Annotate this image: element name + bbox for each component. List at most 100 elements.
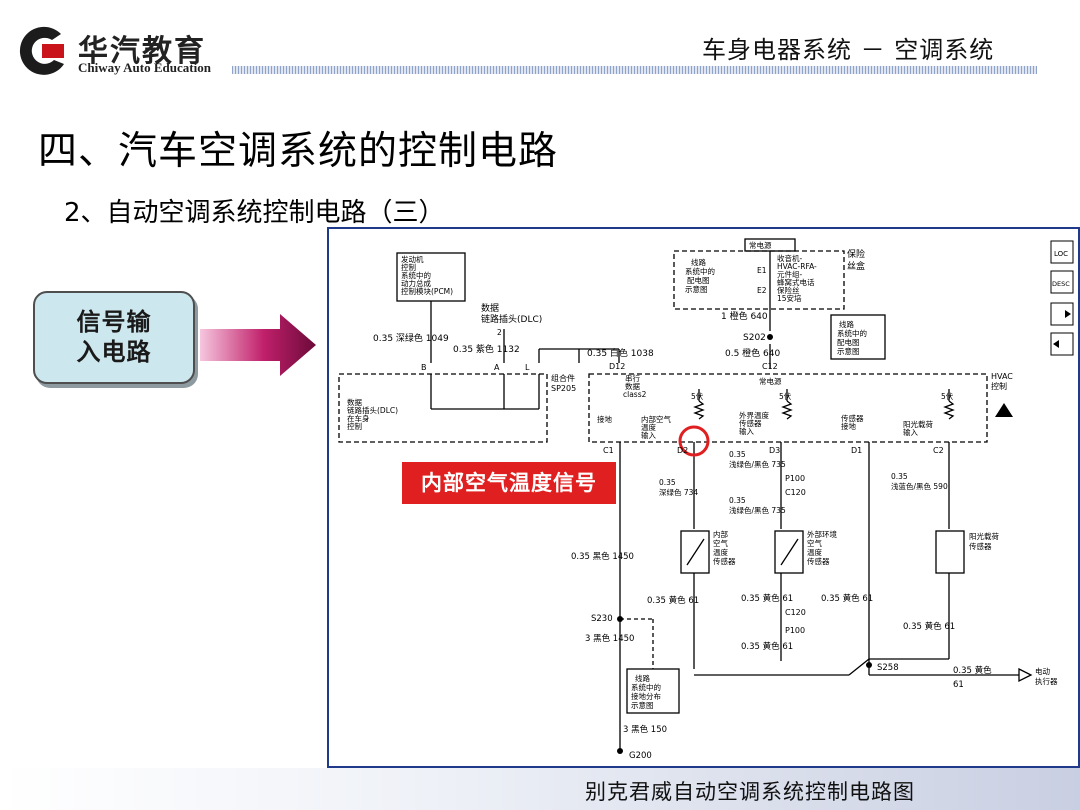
loc-icon-text: LOC xyxy=(1054,250,1068,258)
p100-a: P100 xyxy=(785,474,805,483)
d12-label: D12 xyxy=(609,362,625,371)
sensor-gnd-2: 接地 xyxy=(841,421,856,431)
fuse-note-3: 配电图 xyxy=(687,275,710,285)
fuse-name-2: HVAC-RFA- xyxy=(777,262,817,271)
wire-640b: 0.5 橙色 640 xyxy=(725,347,780,359)
v5-c: 5伏 xyxy=(941,391,954,401)
w735a-1: 0.35 xyxy=(729,450,746,459)
gnd-note-1: 线路 xyxy=(635,673,650,683)
dlc-body-2: 链路插头(DLC) xyxy=(347,405,398,415)
outside-in-2: 传感器 xyxy=(739,418,762,428)
loc-button[interactable]: LOC xyxy=(1050,240,1074,264)
wire-1450a: 0.35 黑色 1450 xyxy=(571,551,634,562)
wire-1049: 0.35 深绿色 1049 xyxy=(373,332,449,344)
sun-in-1: 阳光载荷 xyxy=(903,419,933,429)
pin-c2: C2 xyxy=(933,446,944,455)
w735b-2: 浅绿色/黑色 735 xyxy=(729,505,786,515)
callout-text: 信号输 入电路 xyxy=(35,293,193,367)
outside-sensor-1: 外部环境 xyxy=(807,529,837,539)
wire-61a: 0.35 黄色 61 xyxy=(647,595,699,606)
c120-b: C120 xyxy=(785,608,806,617)
fuse-box-label-1: 保险 xyxy=(847,248,865,260)
page-subtitle: 2、自动空调系统控制电路（三） xyxy=(64,198,445,228)
serial-3: class2 xyxy=(623,390,647,399)
gnd-note-2: 系统中的 xyxy=(631,682,661,692)
module-power: 常电源 xyxy=(759,376,782,386)
s202-label: S202 xyxy=(743,333,766,343)
wire-1038: 0.35 白色 1038 xyxy=(587,347,654,359)
w735a-2: 浅绿色/黑色 735 xyxy=(729,459,786,469)
arrow-right-icon xyxy=(1056,310,1071,318)
wire-61f-1: 0.35 黄色 xyxy=(953,665,992,676)
fuse-name-3: 元件组- xyxy=(777,269,802,279)
arrow-left-icon xyxy=(1053,340,1068,348)
w734-1: 0.35 xyxy=(659,478,676,487)
pin-d3: D3 xyxy=(769,446,780,455)
wire-1450b: 3 黑色 1450 xyxy=(585,633,634,644)
fuse-name-6: 15安培 xyxy=(777,293,802,303)
pin-a: A xyxy=(494,363,500,372)
hvac-2: 控制 xyxy=(991,381,1007,391)
logo-subtext: Chiway Auto Education xyxy=(78,60,211,75)
w734-2: 深绿色 734 xyxy=(659,487,698,497)
fuse-name-5: 保险丝 xyxy=(777,285,800,295)
c12-label: C12 xyxy=(762,362,778,371)
s230-label: S230 xyxy=(591,614,613,624)
wire-150: 3 黑色 150 xyxy=(623,724,667,735)
sp205-1: 组合件 xyxy=(551,373,575,383)
arrow-right-icon xyxy=(200,314,316,376)
diagram-caption: 别克君威自动空调系统控制电路图 xyxy=(585,780,915,804)
w590-1: 0.35 xyxy=(891,472,908,481)
serial-2: 数据 xyxy=(625,381,640,391)
page-title: 四、汽车空调系统的控制电路 xyxy=(38,129,559,174)
inside-air-temp-signal-label: 内部空气温度信号 xyxy=(402,462,616,504)
fuse-name-1: 收音机- xyxy=(777,253,802,263)
fuse-name-4: 蜂窝式电话 xyxy=(777,277,815,287)
gnd-note-3: 接地分布 xyxy=(631,691,661,701)
outside-in-1: 外界温度 xyxy=(739,410,769,420)
power-source-label: 常电源 xyxy=(749,240,772,250)
dlc-title-1: 数据 xyxy=(481,302,499,314)
outside-sensor-3: 温度 xyxy=(807,547,822,557)
c120-a: C120 xyxy=(785,488,806,497)
ground-label: 接地 xyxy=(597,414,612,424)
sun-sensor-2: 传感器 xyxy=(969,541,992,551)
next-page-button[interactable] xyxy=(1050,302,1074,326)
inside-sensor-4: 传感器 xyxy=(713,556,736,566)
wire-61d: 0.35 黄色 61 xyxy=(821,593,873,604)
outside-sensor-2: 空气 xyxy=(807,538,822,548)
fuse-note-4: 示意图 xyxy=(685,284,708,294)
s202-note-2: 系统中的 xyxy=(837,328,867,338)
inside-sensor-3: 温度 xyxy=(713,547,728,557)
signal-input-callout: 信号输 入电路 xyxy=(33,291,195,384)
sun-in-2: 输入 xyxy=(903,427,918,437)
pcm-5: 控制模块(PCM) xyxy=(401,286,453,296)
pcm-1: 发动机 xyxy=(401,254,424,264)
fuse-e1: E1 xyxy=(757,266,767,275)
s258-label: S258 xyxy=(877,663,899,673)
s202-note-1: 线路 xyxy=(839,319,854,329)
desc-button[interactable]: DESC xyxy=(1050,270,1074,294)
desc-icon-text: DESC xyxy=(1052,280,1070,288)
g200-label: G200 xyxy=(629,751,652,761)
prev-page-button[interactable] xyxy=(1050,332,1074,356)
fuse-box-label-2: 丝盒 xyxy=(847,260,865,272)
circuit-diagram: 常电源 保险 丝盒 线路 系统中的 配电图 示意图 收音机- HVAC-RFA-… xyxy=(338,238,1074,761)
esd-warning-icon xyxy=(995,403,1013,417)
inside-in-1: 内部空气 xyxy=(641,414,671,424)
dlc-title-2: 链路插头(DLC) xyxy=(481,313,542,325)
inside-in-2: 温度 xyxy=(641,422,656,432)
fuse-note-1: 线路 xyxy=(691,257,706,267)
wire-640a: 1 橙色 640 xyxy=(721,310,768,322)
pcm-2: 控制 xyxy=(401,262,416,272)
wire-61e: 0.35 黄色 61 xyxy=(903,621,955,632)
fuse-note-2: 系统中的 xyxy=(685,266,715,276)
wire-61f-2: 61 xyxy=(953,680,964,690)
pcm-3: 系统中的 xyxy=(401,270,431,280)
dlc-body-4: 控制 xyxy=(347,421,362,431)
w735b-1: 0.35 xyxy=(729,496,746,505)
wire-61b: 0.35 黄色 61 xyxy=(741,593,793,604)
dlc-body-3: 在车身 xyxy=(347,413,370,423)
dlc-pin: 2 xyxy=(497,328,502,337)
w590-2: 浅蓝色/黑色 590 xyxy=(891,481,948,491)
